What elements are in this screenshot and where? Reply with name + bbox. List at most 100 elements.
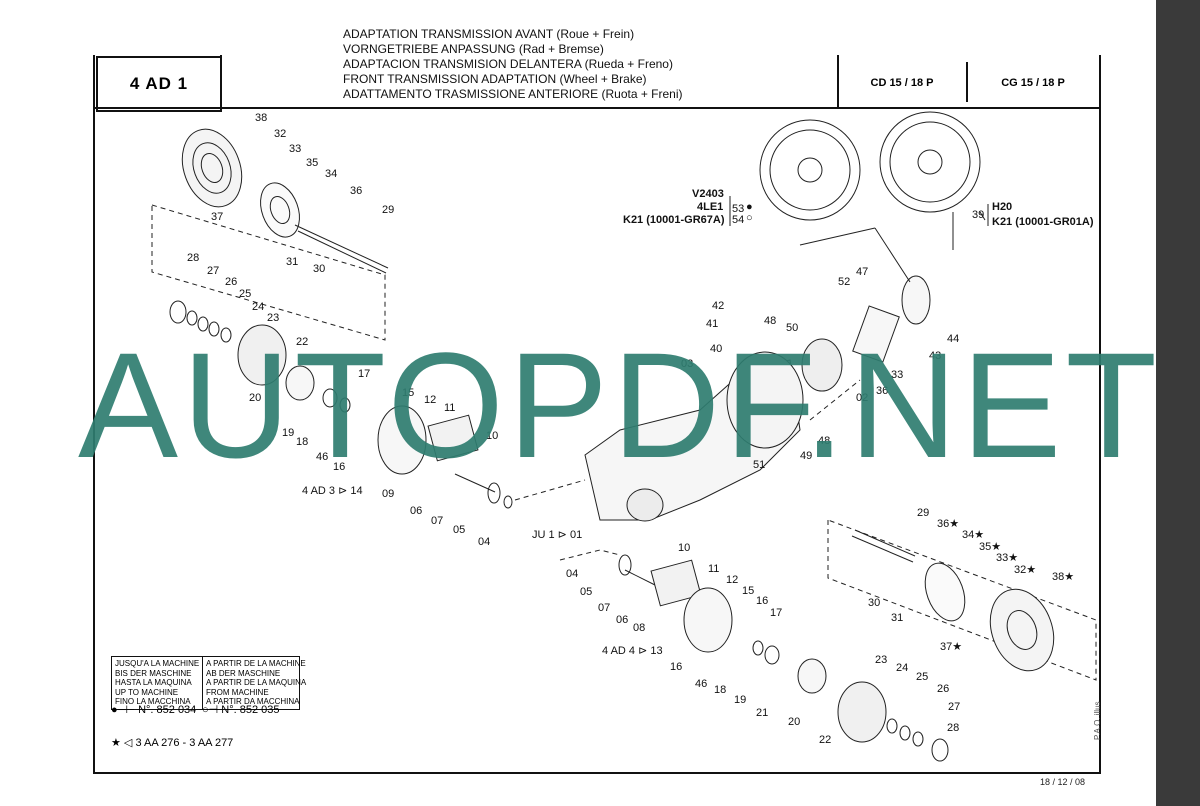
callout: 16	[670, 661, 683, 673]
legend-line: FINO LA MACCHINA	[115, 697, 191, 706]
header-bottom-rule	[93, 107, 1101, 109]
diagram-frame	[93, 108, 1101, 774]
ref-4ad3-text: 4 AD 3	[302, 485, 336, 497]
legend-serial-after: ○⊣ N°. 852 035	[202, 704, 280, 716]
brake-drum-icon	[837, 681, 887, 743]
callout: 07	[431, 515, 444, 527]
title-de: VORNGETRIEBE ANPASSUNG (Rad + Bremse)	[343, 42, 604, 56]
callout: 20	[788, 716, 801, 728]
variant-engine-1: V2403	[692, 188, 724, 200]
callout: 26	[937, 683, 950, 695]
brake-plate-icon	[377, 405, 427, 475]
title-es: ADAPTACION TRANSMISION DELANTERA (Rueda …	[343, 57, 673, 71]
callout: 44	[947, 333, 960, 345]
carrier-icon	[427, 414, 479, 462]
legend-line: JUSQU'A LA MACHINE	[115, 659, 200, 668]
callout: 10	[678, 542, 691, 554]
callout: 16	[333, 461, 346, 473]
callout: 06	[410, 505, 423, 517]
header-divider	[837, 55, 839, 109]
callout: 33	[891, 369, 904, 381]
callout: 48	[818, 435, 831, 447]
callout: 24	[896, 662, 909, 674]
flywheel-icon	[801, 338, 843, 392]
seal-icon	[931, 738, 949, 762]
callout: 05	[580, 586, 593, 598]
tire-icon	[989, 588, 1055, 672]
callout: 03	[681, 358, 694, 370]
callout: 15	[402, 387, 415, 399]
ref-4ad4: 4 AD 4 ⊳ 13	[602, 645, 663, 657]
section-code: 4 AD 1	[96, 56, 222, 112]
callout: 36	[350, 185, 363, 197]
callout: 46	[695, 678, 708, 690]
callout: 22	[819, 734, 832, 746]
hub-nut-icon	[797, 658, 827, 694]
callout: 21	[756, 707, 769, 719]
callout: 20	[249, 392, 262, 404]
legend-star: ★ ◁ 3 AA 276 - 3 AA 277	[111, 737, 234, 749]
callout: 41	[706, 318, 719, 330]
callout: 10	[486, 430, 499, 442]
callout: 31	[286, 256, 299, 268]
exploded-view-diagram	[151, 111, 1097, 762]
variant-ref-54: 54	[732, 214, 745, 226]
filled-circle-icon: ●	[746, 201, 753, 213]
legend-line: HASTA LA MAQUINA	[115, 678, 192, 687]
variant-ref-39: 39	[972, 209, 985, 221]
section-titles: ADAPTATION TRANSMISSION AVANT (Roue + Fr…	[343, 27, 683, 102]
callout: 43	[929, 350, 942, 362]
seal-icon	[169, 300, 187, 324]
header-divider	[220, 55, 222, 109]
legend-line: BIS DER MASCHINE	[115, 668, 192, 678]
header-divider	[93, 55, 95, 109]
callout: 34★	[962, 529, 985, 541]
watermark: AUTOPDF.NET	[78, 321, 1162, 489]
callout: 12	[726, 574, 739, 586]
flex-plate-detail-icon	[759, 111, 981, 221]
callout: 37	[211, 211, 224, 223]
callout: 30	[313, 263, 326, 275]
ref-4ad3: 4 AD 3 ⊳ 14	[302, 485, 363, 497]
callout: 19	[282, 427, 295, 439]
legend-line: UP TO MACHINE	[115, 687, 179, 697]
variant-engine-2: 4LE1	[697, 201, 724, 213]
variant-ref-53: 53	[732, 203, 745, 215]
callout: 17	[358, 368, 371, 380]
open-circle-icon: ○	[746, 212, 753, 224]
callout: 07	[598, 602, 611, 614]
legend-after-machine: A PARTIR DE LA MACHINE AB DER MASCHINE A…	[202, 656, 307, 710]
callout: 29	[382, 204, 395, 216]
callout: 36	[876, 385, 889, 397]
footer-credit: P.A.O. illus	[1093, 701, 1102, 740]
title-it: ADATTAMENTO TRASMISSIONE ANTERIORE (Ruot…	[343, 87, 683, 101]
callout: 18	[296, 436, 309, 448]
callout: 02	[856, 392, 869, 404]
legend-line: A PARTIR DA MACCHINA	[206, 697, 300, 706]
tire-icon	[181, 128, 243, 208]
callout: 19	[734, 694, 747, 706]
callout: 46	[316, 451, 329, 463]
callout: 05	[453, 524, 466, 536]
callout: 32	[274, 128, 287, 140]
callout: 09	[382, 488, 395, 500]
legend-line: A PARTIR DE LA MACHINE	[206, 659, 306, 668]
callout: 04	[478, 536, 491, 548]
callout: 30	[868, 597, 881, 609]
legend-line: FROM MACHINE	[206, 687, 269, 697]
callout: 23	[875, 654, 888, 666]
brake-plate-icon	[683, 587, 733, 653]
callout: 31	[891, 612, 904, 624]
brake-drum-icon	[237, 324, 287, 386]
callout: 49	[800, 450, 813, 462]
callout: 26	[225, 276, 238, 288]
legend-line: A PARTIR DE LA MAQUINA	[206, 678, 307, 687]
callout: 52	[838, 276, 851, 288]
callout: 28	[187, 252, 200, 264]
flywheel-housing-icon	[726, 351, 804, 449]
callout: 04	[566, 568, 579, 580]
callout: 40	[710, 343, 723, 355]
header-divider	[966, 62, 968, 102]
legend-before-machine: JUSQU'A LA MACHINE BIS DER MASCHINE HAST…	[111, 656, 203, 710]
callout: 50	[786, 322, 799, 334]
